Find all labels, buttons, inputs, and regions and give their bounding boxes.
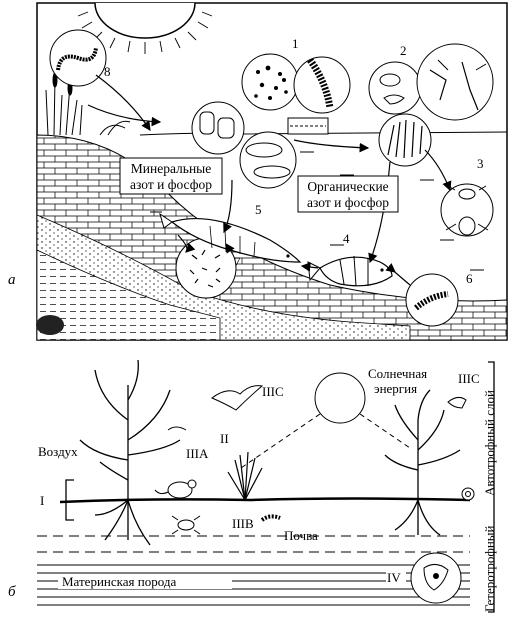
panel-b-letter: б [8, 584, 16, 600]
mouse-icon [154, 479, 197, 499]
label-5: 5 [255, 202, 262, 217]
label-3: 3 [477, 156, 484, 171]
mineral-box-line1: Минеральные [131, 161, 212, 176]
sun-circle-icon [314, 372, 366, 424]
label-6: 6 [466, 271, 473, 286]
label-8: 8 [104, 64, 111, 79]
detritus-circle-icon [175, 237, 237, 299]
label-7: 7 [234, 254, 241, 269]
layer-bracket [488, 361, 495, 613]
label-IIIA: IIIA [186, 446, 209, 461]
protozoa-circle-icon [239, 131, 297, 189]
plankton-circle-icon [241, 53, 299, 111]
perched-bird-icon [447, 396, 467, 409]
flow-arrows [87, 74, 452, 286]
perch-fish-icon [307, 255, 393, 287]
sun-ray-right [359, 413, 411, 449]
solar-label-line2: энергия [374, 381, 417, 396]
bacteria-circle-icon [191, 101, 245, 155]
larva-circle-icon [293, 56, 351, 114]
ground-beetle-icon [171, 515, 201, 535]
bird-icon [211, 385, 264, 411]
panel-b: Воздух Почва Материнская порода Солнечна… [8, 359, 497, 613]
crustacean-circle-icon [368, 61, 422, 115]
label-IV: IV [387, 570, 401, 585]
grass-icon [227, 451, 263, 501]
label-4: 4 [343, 231, 350, 246]
panel-a: Минеральные азот и фосфор Органические а… [8, 2, 508, 341]
worm-icon [49, 29, 107, 87]
ground-line [59, 497, 471, 504]
larva-icon [260, 514, 281, 522]
label-1: 1 [292, 36, 299, 51]
autotrophic-label: Автотрофный слой [482, 390, 497, 496]
larva-bottom-circle-icon [405, 273, 459, 327]
shrimp-circle-icon [416, 43, 494, 121]
panel-a-letter: а [8, 272, 16, 288]
organic-box-line2: азот и фосфор [307, 195, 389, 210]
solar-label-line1: Солнечная [368, 366, 427, 381]
beetle-icon [167, 426, 187, 431]
plant-circle-icon [378, 113, 432, 167]
sun-icon [77, 2, 213, 54]
sediment-stripes [36, 249, 221, 341]
left-plant-icon [79, 359, 181, 546]
bedrock-label: Материнская порода [62, 574, 176, 589]
label-I: I [40, 493, 44, 508]
strata-dashed [37, 535, 470, 553]
organic-box-line1: Органические [307, 179, 388, 194]
mineral-box-line2: азот и фосфор [130, 177, 212, 192]
algae-stem-icon [287, 117, 329, 135]
air-label: Воздух [38, 444, 78, 459]
bracket-I [65, 479, 74, 521]
microbe-circle-icon [410, 552, 462, 604]
label-IIIB: IIIB [232, 516, 254, 531]
right-plant-icon [384, 389, 461, 536]
snail-icon [461, 487, 475, 501]
strata-solid [37, 564, 470, 606]
label-IIIC-right: IIIC [458, 371, 480, 386]
label-IIIC-left: IIIC [262, 384, 284, 399]
mineral-box: Минеральные азот и фосфор [119, 157, 223, 195]
label-II: II [220, 431, 229, 446]
label-2: 2 [400, 43, 407, 58]
organic-box: Органические азот и фосфор [297, 175, 399, 213]
heterotrophic-label: Гетеротрофный [482, 525, 497, 612]
sun-ray-left [237, 413, 321, 471]
soil-label: Почва [284, 528, 318, 543]
insect-circle-icon [440, 183, 494, 237]
